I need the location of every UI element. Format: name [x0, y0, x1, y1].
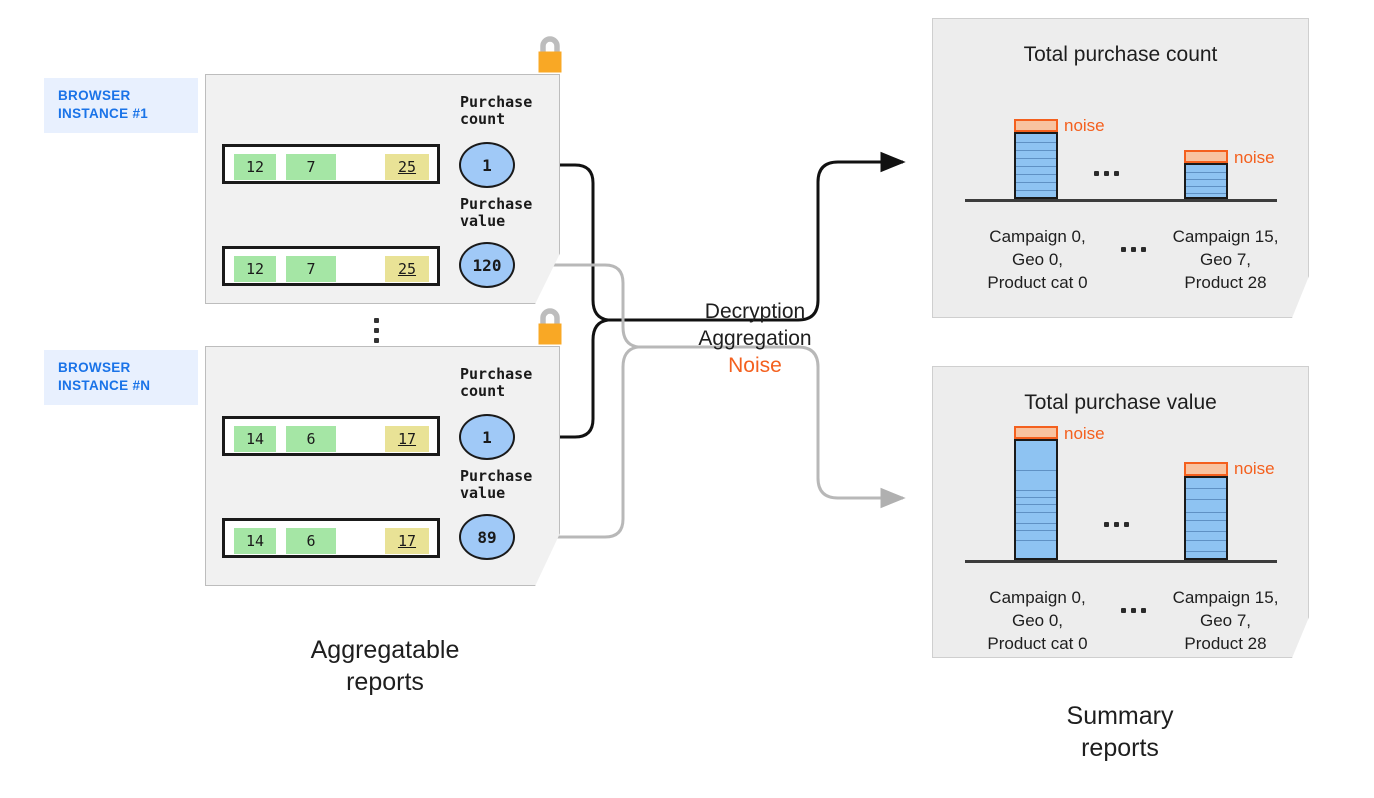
purchase-value-bubble: 89: [459, 514, 515, 560]
horizontal-ellipsis-icon: [1121, 608, 1146, 613]
report-cell: 6: [286, 426, 336, 452]
chart-category-label: Campaign 0, Geo 0, Product cat 0: [987, 227, 1088, 292]
summary-reports-caption: Summary reports: [1066, 702, 1174, 762]
noise-cap: [1184, 150, 1228, 163]
purchase-count-bubble: 1: [459, 414, 515, 460]
metric-label-purchase-count: Purchase count: [460, 93, 533, 128]
report-cell-value: 25: [397, 260, 417, 278]
report-cell-value: 7: [306, 260, 316, 278]
metric-label-purchase-value: Purchase value: [460, 195, 533, 230]
report-cell-value: 14: [245, 532, 265, 550]
report-cell-value: 7: [306, 158, 316, 176]
summary-card-purchase-count: [932, 18, 1309, 318]
report-cell: 7: [286, 154, 336, 180]
report-cell: 6: [286, 528, 336, 554]
report-strip: 14 6 17: [222, 518, 440, 558]
decryption-label: Decryption: [704, 300, 806, 323]
pipeline-stage-label: Decryption Aggregation Noise: [655, 298, 855, 379]
report-cell: 14: [234, 426, 276, 452]
metric-label-purchase-count: Purchase count: [460, 365, 533, 400]
noise-annotation: noise: [1064, 424, 1105, 443]
chart-axis: [965, 560, 1277, 563]
aggregation-label: Aggregation: [698, 327, 812, 350]
report-cell-value: 17: [397, 430, 417, 448]
noise-annotation: noise: [1234, 459, 1275, 478]
report-cell-value: 6: [306, 430, 316, 448]
report-cell-value: 25: [397, 158, 417, 176]
aggregatable-reports-caption: Aggregatable reports: [310, 636, 460, 696]
horizontal-ellipsis-icon: [1094, 171, 1119, 176]
noise-cap: [1014, 119, 1058, 132]
report-cell: 17: [385, 528, 429, 554]
report-strip: 14 6 17: [222, 416, 440, 456]
chart-axis: [965, 199, 1277, 202]
report-cell: 12: [234, 256, 276, 282]
report-strip: 12 7 25: [222, 246, 440, 286]
browser-instance-1-badge: BROWSER INSTANCE #1: [44, 78, 198, 133]
report-cell: 17: [385, 426, 429, 452]
noise-annotation: noise: [1064, 116, 1105, 135]
report-strip: 12 7 25: [222, 144, 440, 184]
summary-card-purchase-value: [932, 366, 1309, 658]
report-cell: 14: [234, 528, 276, 554]
vertical-ellipsis-icon: [374, 318, 379, 343]
chart-category-label: Campaign 15, Geo 7, Product 28: [1172, 227, 1279, 292]
report-cell: 25: [385, 256, 429, 282]
noise-cap: [1184, 462, 1228, 476]
report-cell: 25: [385, 154, 429, 180]
report-cell-value: 6: [306, 532, 316, 550]
browser-instance-n-badge: BROWSER INSTANCE #N: [44, 350, 198, 405]
summary-bar: [1184, 163, 1228, 199]
report-cell: 7: [286, 256, 336, 282]
horizontal-ellipsis-icon: [1104, 522, 1129, 527]
noise-label: Noise: [728, 354, 782, 377]
report-cell: 12: [234, 154, 276, 180]
summary-chart-title: Total purchase count: [1023, 43, 1218, 66]
horizontal-ellipsis-icon: [1121, 247, 1146, 252]
report-cell-value: 14: [245, 430, 265, 448]
noise-cap: [1014, 426, 1058, 439]
padlock-icon: [533, 305, 567, 347]
report-cell-value: 12: [245, 260, 265, 278]
noise-annotation: noise: [1234, 148, 1275, 167]
summary-chart-title: Total purchase value: [1024, 391, 1217, 414]
chart-category-label: Campaign 15, Geo 7, Product 28: [1172, 588, 1279, 653]
purchase-value-bubble: 120: [459, 242, 515, 288]
padlock-icon: [533, 33, 567, 75]
summary-bar: [1184, 476, 1228, 560]
metric-label-purchase-value: Purchase value: [460, 467, 533, 502]
chart-category-label: Campaign 0, Geo 0, Product cat 0: [987, 588, 1088, 653]
purchase-count-bubble: 1: [459, 142, 515, 188]
summary-bar: [1014, 439, 1058, 560]
report-cell-value: 12: [245, 158, 265, 176]
summary-bar: [1014, 132, 1058, 199]
report-cell-value: 17: [397, 532, 417, 550]
